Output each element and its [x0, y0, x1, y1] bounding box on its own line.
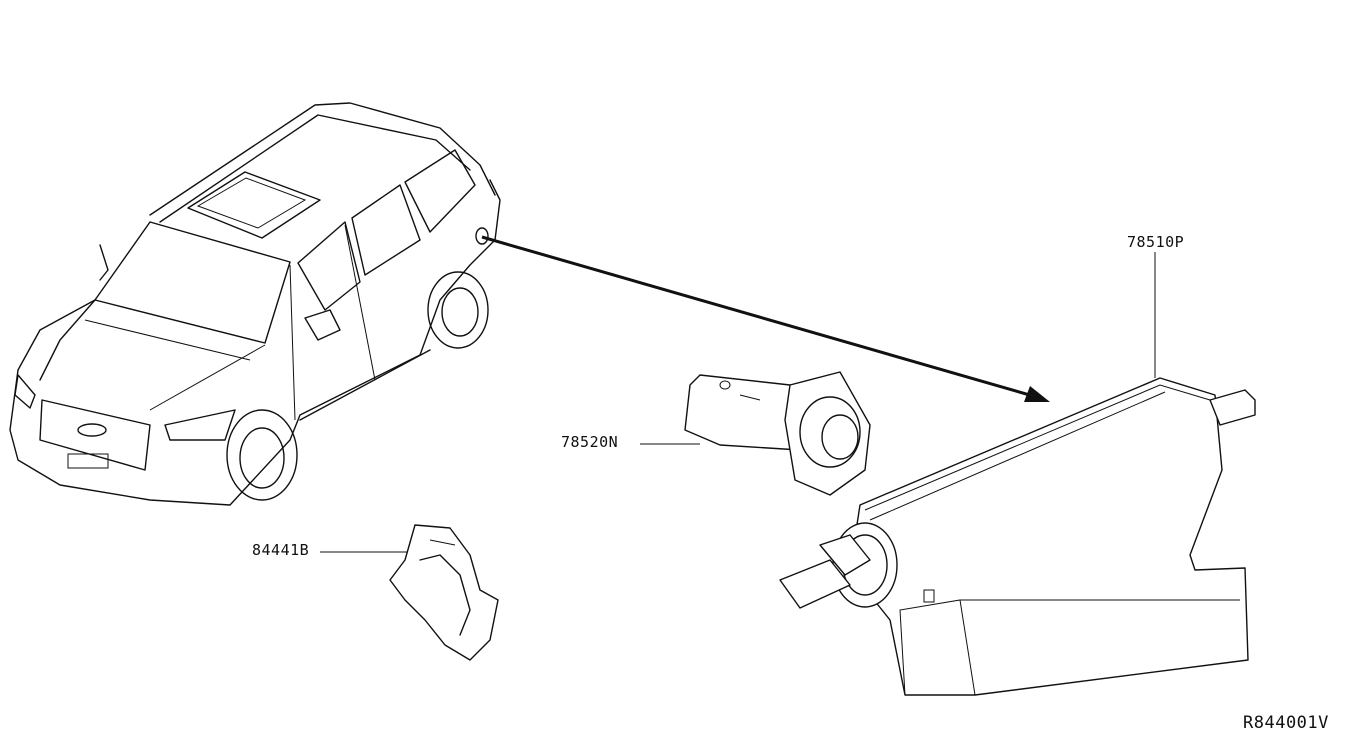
socket-78520N	[640, 371, 871, 496]
part-label-84441B: 84441B	[252, 541, 310, 559]
vehicle-illustration	[9, 102, 1050, 506]
lamp-assembly-78510P	[779, 252, 1256, 696]
diagram-reference-id: R844001V	[1243, 713, 1329, 733]
bulb-84441B	[320, 524, 499, 661]
part-label-78510P: 78510P	[1127, 233, 1185, 251]
part-label-78520N: 78520N	[561, 433, 619, 451]
